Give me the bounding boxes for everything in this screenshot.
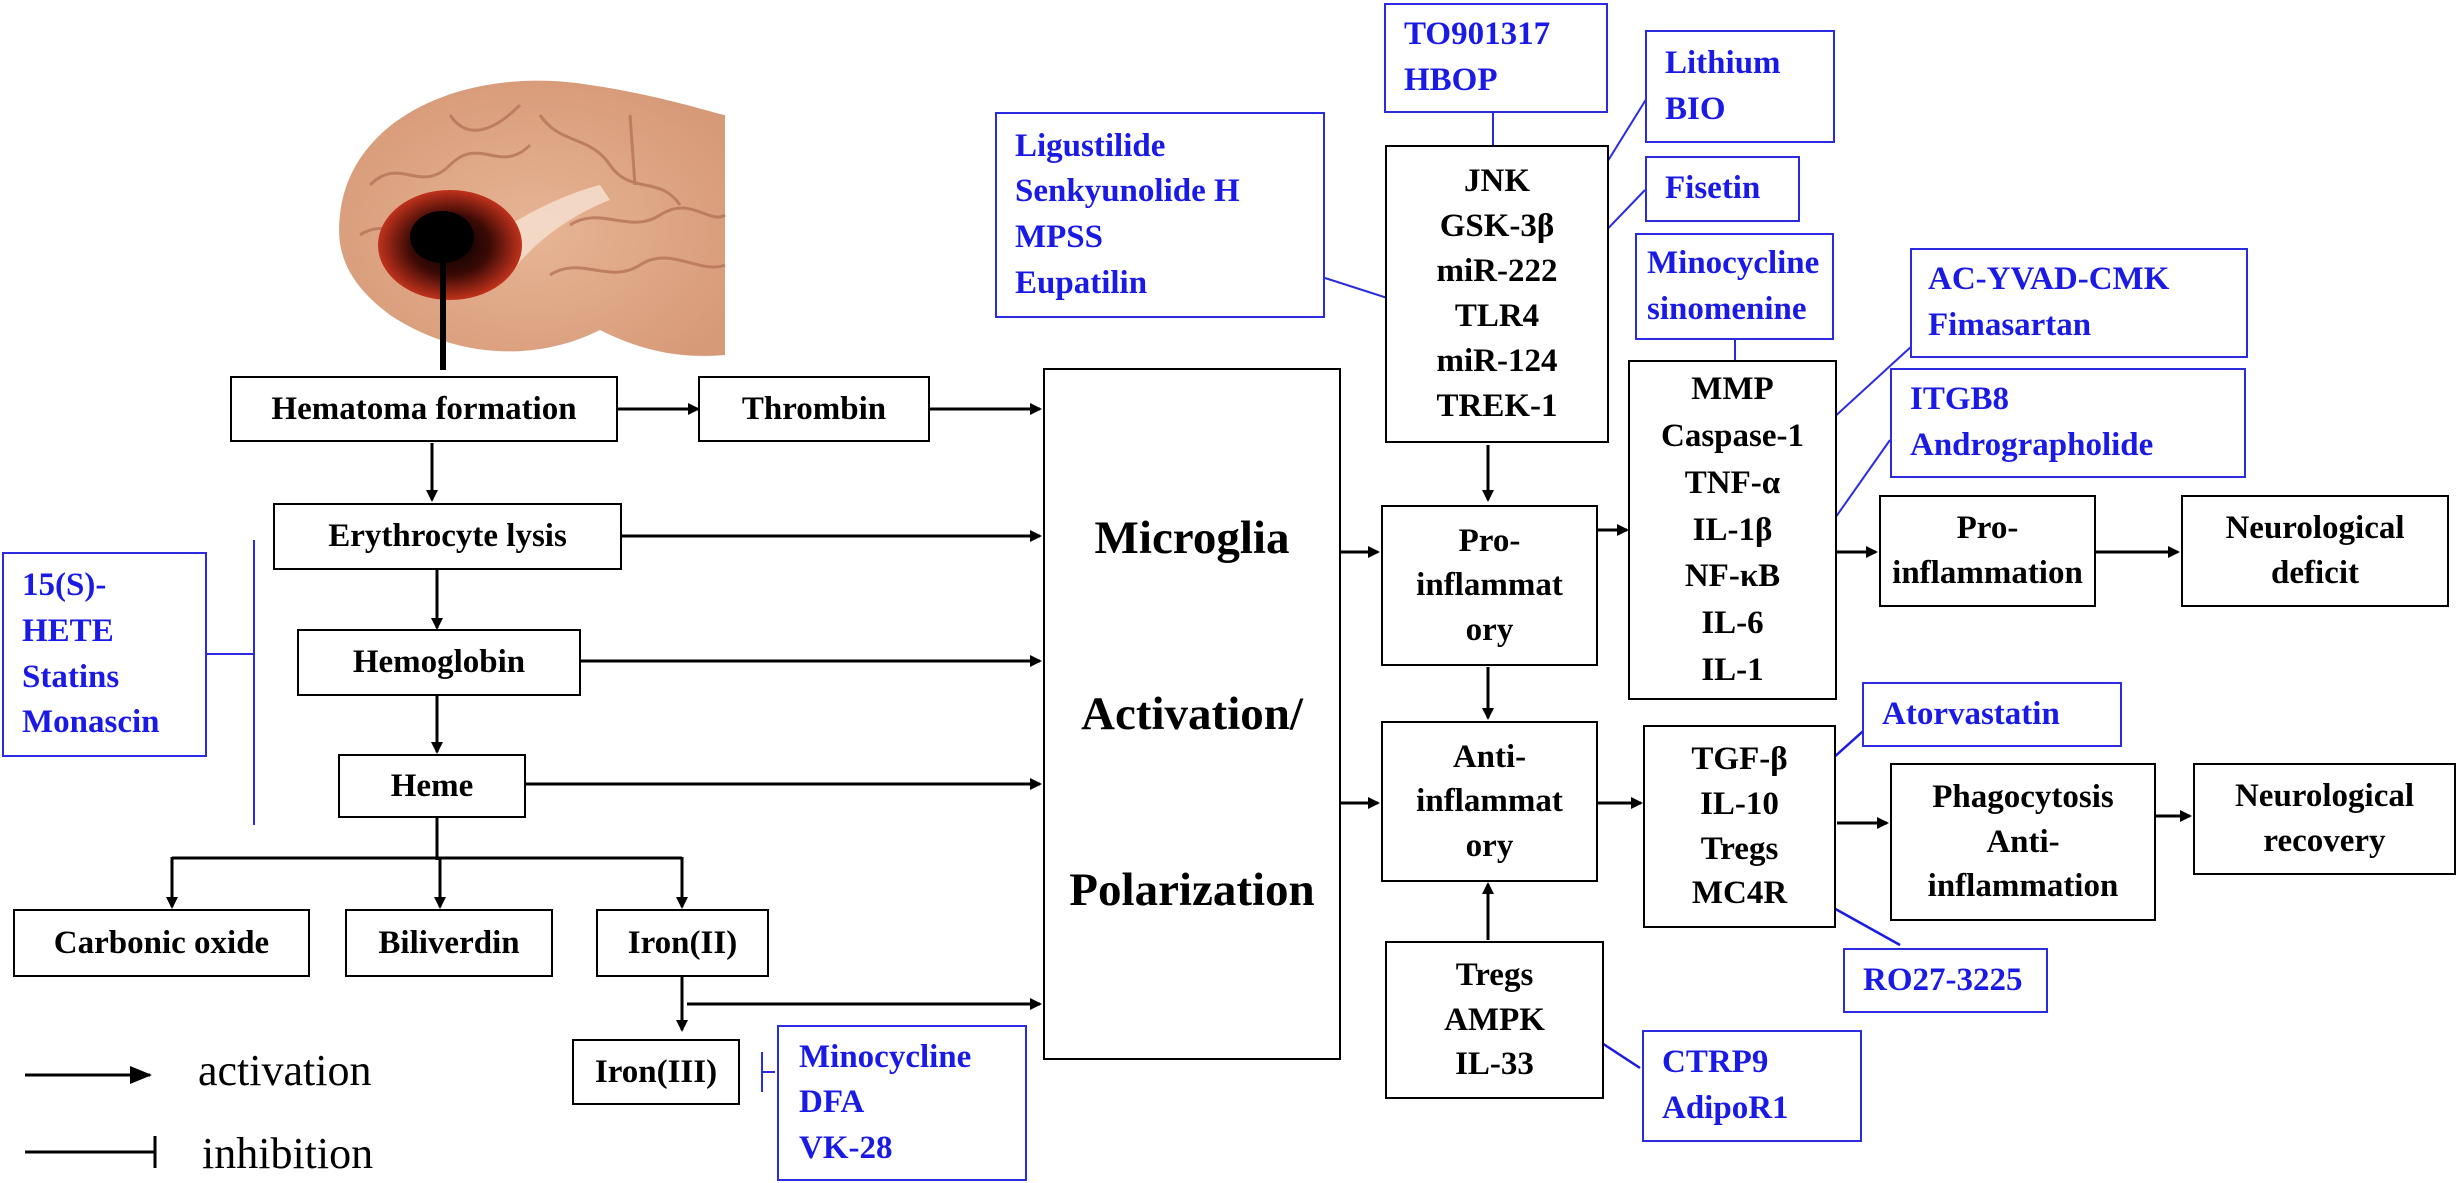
erythrocyte-lysis-box: Erythrocyte lysis [273, 503, 622, 570]
drug-box-atorvastatin: Atorvastatin [1862, 682, 2122, 747]
neurological-deficit-box: Neurological deficit [2181, 495, 2449, 607]
drug-box-ro27-3225: RO27-3225 [1843, 948, 2048, 1013]
drug-box-ligustilide: Ligustilide Senkyunolide H MPSS Eupatili… [995, 112, 1325, 318]
signaling-molecules-box: JNK GSK-3β miR-222 TLR4 miR-124 TREK-1 [1385, 145, 1609, 443]
tregs-ampk-box: Tregs AMPK IL-33 [1385, 941, 1604, 1099]
phagocytosis-box: Phagocytosis Anti- inflammation [1890, 763, 2156, 921]
anti-inflammatory-factors-box: TGF-β IL-10 Tregs MC4R [1643, 725, 1836, 928]
anti-inflammatory-box: Anti- inflammat ory [1381, 721, 1598, 882]
heme-box: Heme [338, 754, 526, 818]
iron-iii-box: Iron(III) [572, 1039, 740, 1105]
hemoglobin-box: Hemoglobin [297, 629, 581, 696]
hematoma-formation-box: Hematoma formation [230, 376, 618, 442]
drug-box-ctrp9: CTRP9 AdipoR1 [1642, 1030, 1862, 1142]
thrombin-box: Thrombin [698, 376, 930, 442]
drug-box-minocycline-dfa: Minocycline DFA VK-28 [777, 1025, 1027, 1181]
pro-inflammatory-box: Pro- inflammat ory [1381, 505, 1598, 666]
pro-inflammation-box: Pro- inflammation [1879, 495, 2096, 607]
pro-inflammatory-cytokines-box: MMP Caspase-1 TNF-α IL-1β NF-κB IL-6 IL-… [1628, 360, 1837, 700]
legend-activation-label: activation [198, 1046, 372, 1095]
drug-box-to901317: TO901317 HBOP [1384, 3, 1608, 113]
legend-inhibition-label: inhibition [202, 1129, 374, 1178]
drug-box-ac-yvad-cmk: AC-YVAD-CMK Fimasartan [1910, 248, 2248, 358]
drug-box-lithium: Lithium BIO [1645, 30, 1835, 143]
biliverdin-box: Biliverdin [345, 909, 553, 977]
drug-box-minocycline-sinomenine: Minocycline sinomenine [1635, 233, 1834, 340]
carbonic-oxide-box: Carbonic oxide [13, 909, 310, 977]
drug-box-itgb8: ITGB8 Andrographolide [1890, 368, 2246, 478]
drug-box-fisetin: Fisetin [1645, 156, 1800, 222]
brain-hemorrhage-illustration [339, 80, 726, 370]
neurological-recovery-box: Neurological recovery [2193, 763, 2456, 875]
iron-ii-box: Iron(II) [596, 909, 769, 977]
microglia-activation-box: Microglia Activation/ Polarization [1043, 368, 1341, 1060]
drug-box-15s-hete: 15(S)- HETE Statins Monascin [2, 552, 207, 757]
